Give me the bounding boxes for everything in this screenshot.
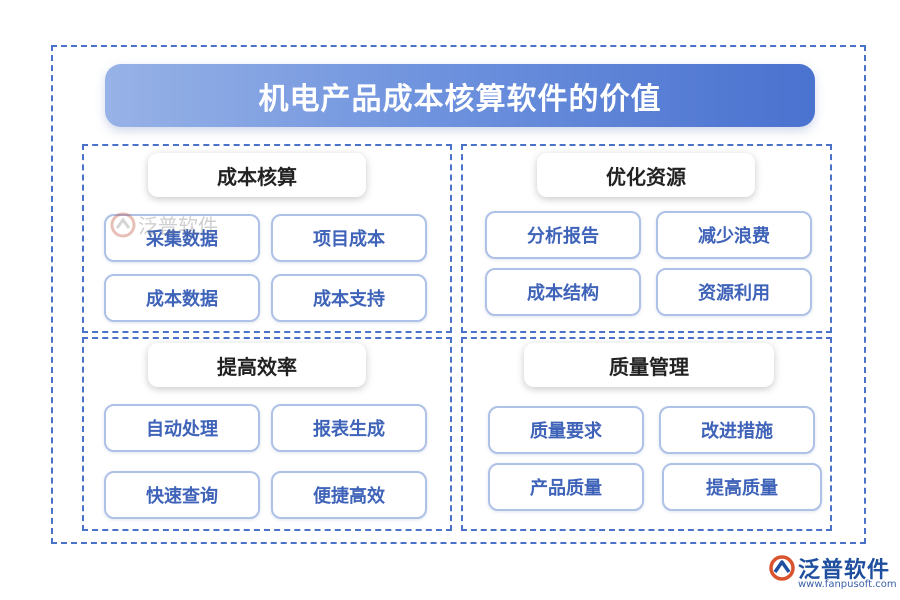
section-header-optimize-resources: 优化资源	[537, 153, 755, 197]
section-frame-optimize-resources	[461, 144, 832, 333]
brand-name: 泛普软件	[798, 558, 891, 583]
item-auto-processing: 自动处理	[104, 404, 260, 452]
brand-logo: 泛普软件 www.fanpusoft.com	[768, 552, 897, 594]
item-report-generation: 报表生成	[271, 404, 427, 452]
item-improve-quality: 提高质量	[662, 463, 822, 511]
brand-url: www.fanpusoft.com	[798, 579, 897, 590]
section-frame-quality-management	[461, 337, 832, 531]
item-cost-structure: 成本结构	[485, 268, 641, 316]
section-header-improve-efficiency: 提高效率	[148, 343, 366, 387]
title-banner: 机电产品成本核算软件的价值	[105, 64, 815, 127]
item-reduce-waste: 减少浪费	[656, 211, 812, 259]
section-header-quality-management: 质量管理	[524, 343, 774, 387]
item-quick-query: 快速查询	[104, 471, 260, 519]
item-cost-support: 成本支持	[271, 274, 427, 322]
section-header-cost-accounting: 成本核算	[148, 153, 366, 197]
page-title: 机电产品成本核算软件的价值	[258, 81, 662, 117]
item-improvement-measures: 改进措施	[659, 406, 815, 454]
item-resource-utilization: 资源利用	[656, 268, 812, 316]
fanpu-logo-icon	[769, 555, 795, 581]
section-frame-improve-efficiency	[82, 337, 452, 531]
item-product-quality: 产品质量	[488, 463, 644, 511]
item-collect-data: 采集数据	[104, 214, 260, 262]
section-frame-cost-accounting	[82, 144, 452, 333]
outer-frame	[51, 45, 866, 544]
item-quality-requirements: 质量要求	[488, 406, 644, 454]
item-analysis-report: 分析报告	[485, 211, 641, 259]
item-cost-data: 成本数据	[104, 274, 260, 322]
item-convenient-efficient: 便捷高效	[271, 471, 427, 519]
item-project-cost: 项目成本	[271, 214, 427, 262]
